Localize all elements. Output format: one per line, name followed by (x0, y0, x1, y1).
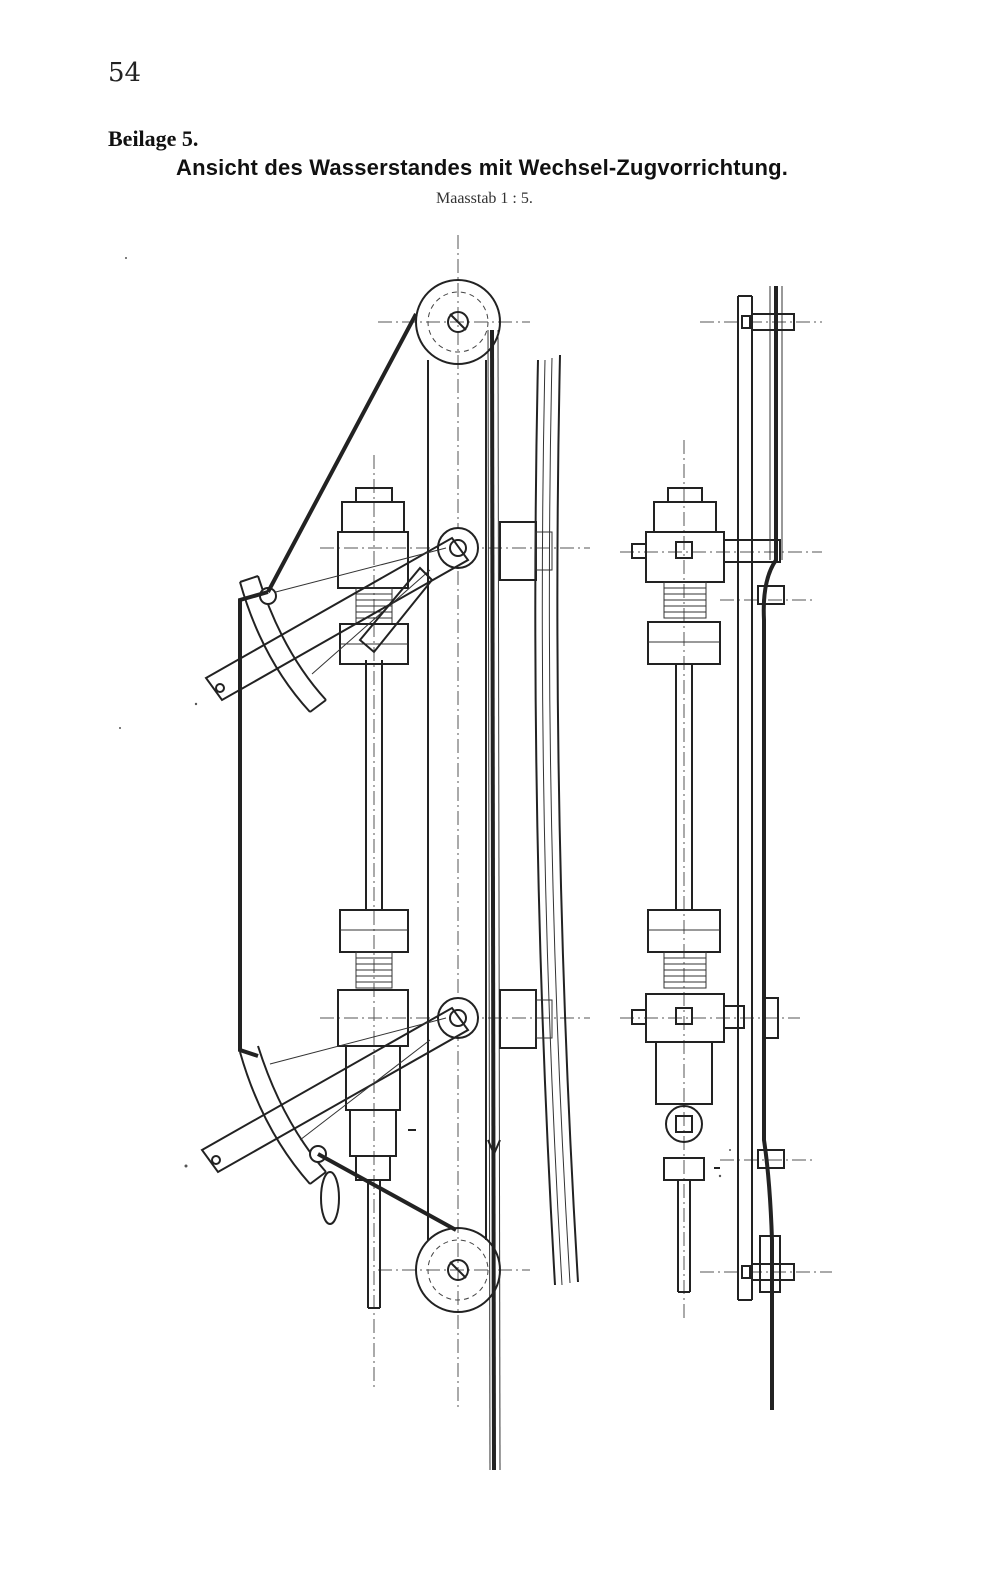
boiler-wall (534, 354, 579, 1286)
plate-label: Beilage 5. (108, 126, 199, 151)
side-column (675, 664, 693, 1293)
side-bracket (737, 286, 795, 1410)
page-number: 54 (108, 58, 142, 88)
flow-arrow (487, 1090, 501, 1157)
pull-handle (320, 1171, 340, 1225)
drawing-title: Ansicht des Wasserstandes mit Wechsel-Zu… (176, 155, 789, 180)
side-view (620, 286, 832, 1410)
stray-marks (119, 257, 731, 1178)
upper-cock (337, 487, 553, 665)
gauge-column (365, 360, 487, 1309)
pull-rope (238, 313, 457, 1232)
front-view (200, 235, 590, 1471)
side-upper-cock (631, 487, 781, 665)
bottom-pulley (415, 1227, 501, 1313)
side-lower-cock (631, 909, 745, 1181)
chain-front (490, 329, 496, 1471)
scale-note: Maasstab 1 : 5. (436, 190, 533, 207)
lower-cock (337, 909, 553, 1181)
top-pulley (415, 279, 501, 365)
